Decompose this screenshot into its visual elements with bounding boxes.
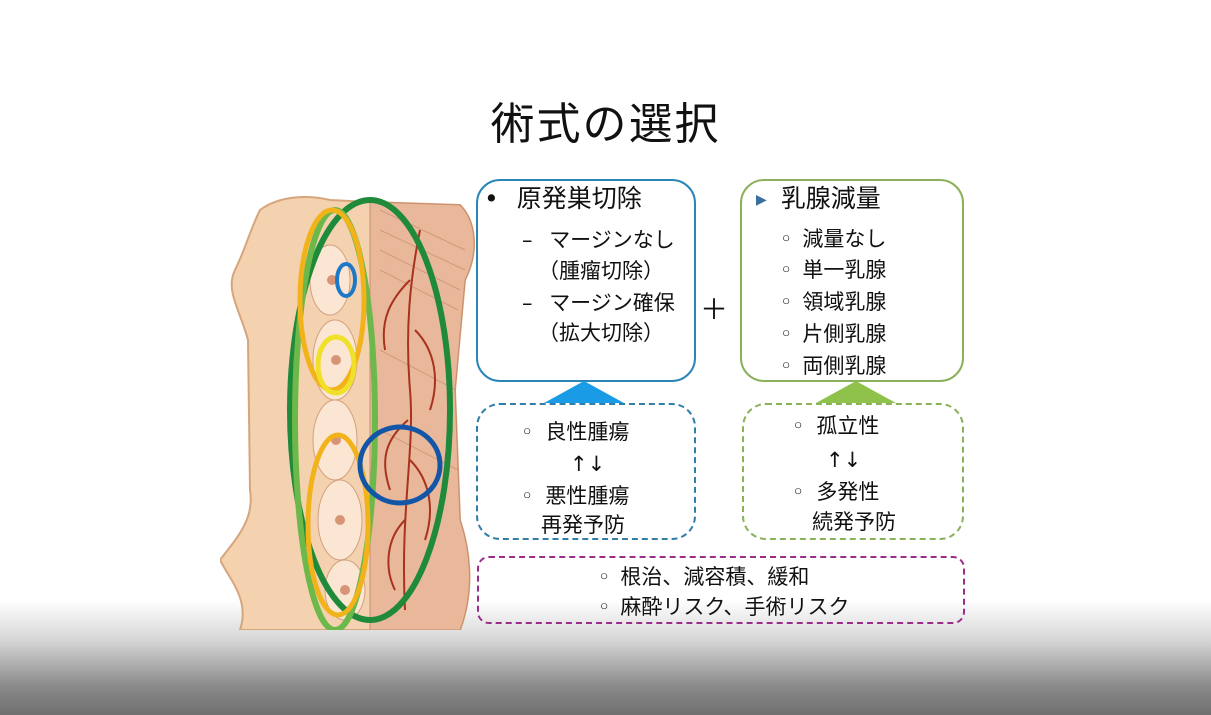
margin-none-label: マージンなし [549, 228, 675, 252]
wide-excision-label: （拡大切除） [538, 321, 664, 345]
primary-heading: 原発巣切除 [516, 184, 642, 213]
circle-bullet: ◦ [792, 414, 805, 438]
small-tumor-circle [335, 262, 357, 298]
single-gland-circle [315, 334, 357, 396]
mammary-anatomy-illustration [220, 196, 476, 630]
blue-up-arrow-icon [544, 381, 624, 403]
circle-bullet: ◦ [780, 258, 793, 282]
circle-bullet: ◦ [598, 595, 611, 619]
circle-bullet: ◦ [780, 290, 793, 314]
tumor-arrows: ↑↓ [570, 452, 606, 476]
multiple-row: ◦ 多発性 [792, 479, 879, 505]
breast-item-label: 減量なし [802, 227, 887, 251]
circle-bullet: ◦ [780, 227, 793, 251]
circle-bullet: ◦ [780, 354, 793, 378]
multiplicity-arrows: ↑↓ [826, 448, 862, 472]
circle-bullet: ◦ [780, 322, 793, 346]
breast-item-label: 領域乳腺 [802, 290, 887, 314]
muscle-region [369, 201, 475, 630]
bottom-shade [0, 600, 1211, 715]
benign-row: ◦ 良性腫瘍 [521, 419, 629, 445]
dash: – [522, 291, 533, 315]
breast-item-label: 両側乳腺 [802, 354, 887, 378]
lumpectomy-label: （腫瘤切除） [538, 259, 664, 283]
margin-secured-row: – マージン確保 [522, 290, 675, 316]
circle-bullet: ◦ [598, 565, 611, 589]
risk-row: ◦ 麻酔リスク、手術リスク [598, 594, 850, 620]
dash: – [522, 228, 533, 252]
slide-title: 術式の選択 [490, 99, 721, 150]
breast-heading-row: ▶ 乳腺減量 [756, 186, 881, 216]
breast-item: ◦ 両側乳腺 [780, 353, 886, 379]
circle-bullet: ◦ [521, 420, 534, 444]
plus-sign: ＋ [700, 293, 729, 326]
goal-label: 根治、減容積、緩和 [620, 565, 810, 589]
malignant-label: 悪性腫瘍 [545, 484, 630, 508]
bilateral-outline [287, 197, 453, 623]
solitary-row: ◦ 孤立性 [792, 413, 879, 439]
margin-none-row: – マージンなし [522, 227, 675, 253]
risk-label: 麻酔リスク、手術リスク [620, 595, 850, 619]
secondary-prevention-label: 続発予防 [812, 510, 896, 534]
breast-item-label: 片側乳腺 [802, 322, 887, 346]
surgical-goal-box [477, 556, 965, 624]
tumor-type-box [476, 403, 696, 540]
breast-item: ◦ 単一乳腺 [780, 257, 886, 283]
breast-item: ◦ 減量なし [780, 226, 886, 252]
benign-label: 良性腫瘍 [545, 420, 630, 444]
triangle-bullet-icon: ▶ [756, 192, 767, 208]
malignant-row: ◦ 悪性腫瘍 [521, 483, 629, 509]
green-up-arrow-icon [816, 381, 896, 403]
goal-row: ◦ 根治、減容積、緩和 [598, 564, 809, 590]
breast-item-label: 単一乳腺 [802, 258, 887, 282]
multiplicity-box [742, 403, 964, 540]
solitary-label: 孤立性 [816, 414, 880, 438]
primary-heading-row: • 原発巣切除 [484, 186, 642, 212]
breast-heading: 乳腺減量 [780, 184, 881, 213]
circle-bullet: ◦ [521, 484, 534, 508]
recurrence-prevention-label: 再発予防 [541, 513, 625, 537]
bullet-dot: • [484, 184, 499, 213]
margin-secured-label: マージン確保 [549, 291, 675, 315]
breast-item: ◦ 領域乳腺 [780, 289, 886, 315]
circle-bullet: ◦ [792, 480, 805, 504]
regional-outline-lower [305, 432, 371, 618]
multiple-label: 多発性 [816, 480, 880, 504]
wide-excision-circle [357, 424, 443, 506]
breast-item: ◦ 片側乳腺 [780, 321, 886, 347]
